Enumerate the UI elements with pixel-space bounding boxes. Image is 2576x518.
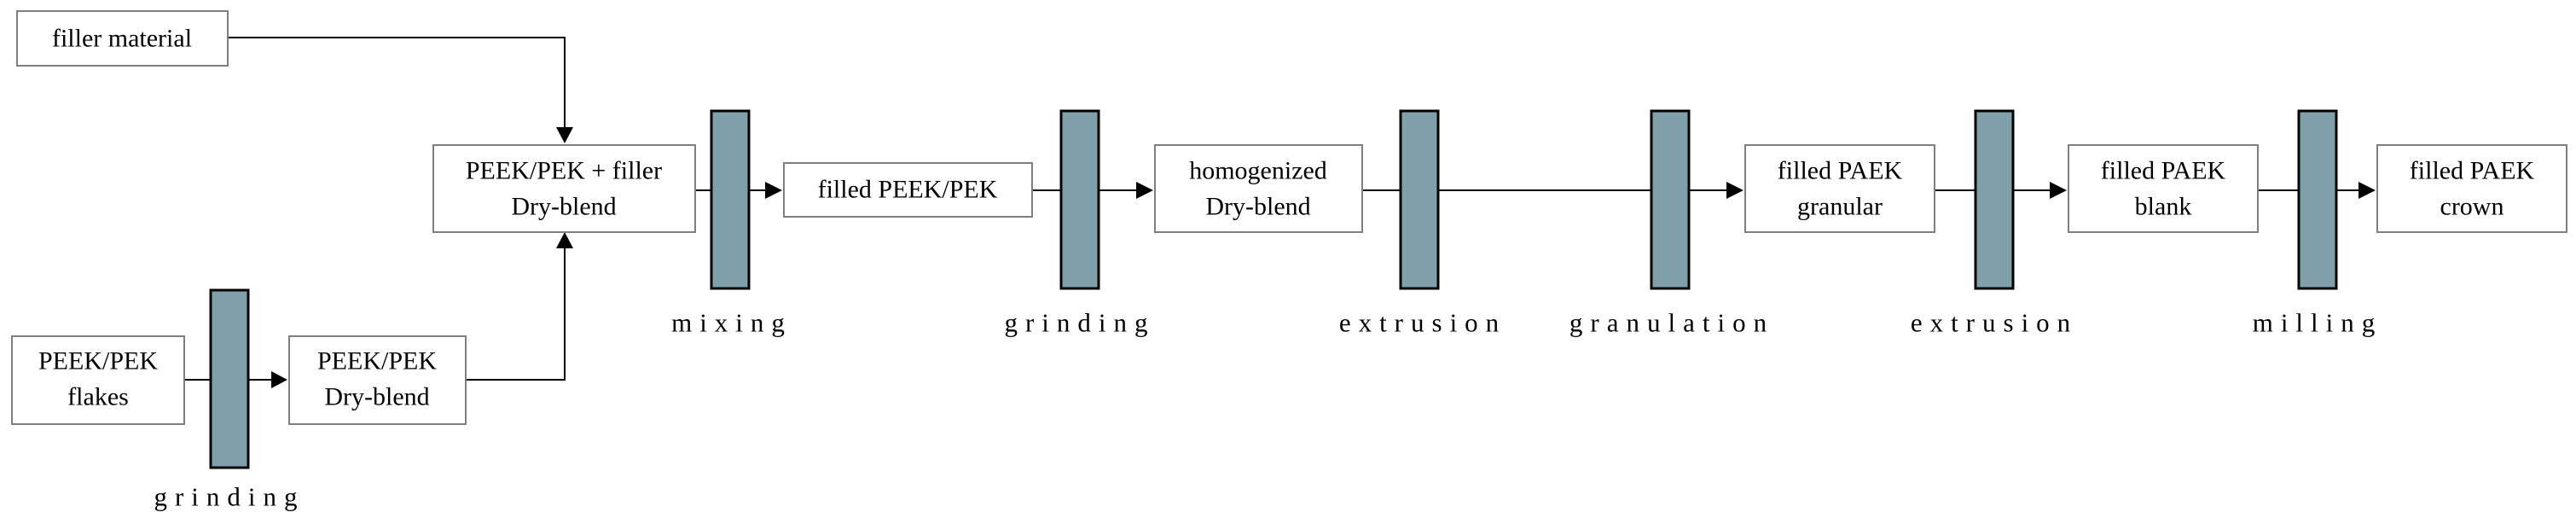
box-filled-paek-blank: filled PAEK blank (2068, 144, 2259, 233)
step-label-mixing: mixing (671, 308, 792, 338)
box-filled-peek: filled PEEK/PEK (783, 162, 1033, 218)
box-peek-dry-blend-line2: Dry-blend (324, 383, 429, 411)
box-peek-flakes-line2: flakes (67, 383, 129, 411)
granulation-bar (1650, 109, 1691, 290)
box-filler-material: filler material (16, 10, 229, 67)
arrowhead-right (1136, 182, 1153, 199)
milling-bar (2297, 109, 2338, 290)
arrow-filler-to-blend (228, 37, 566, 139)
step-label-extrusion-1: extrusion (1339, 308, 1506, 338)
arrowhead-right (765, 182, 782, 199)
extrusion-bar-2 (1974, 109, 2015, 290)
box-granular-line1: filled PAEK (1778, 157, 1903, 185)
box-crown-line2: crown (2440, 193, 2504, 221)
box-filled-peek-label: filled PEEK/PEK (818, 176, 998, 204)
box-crown-line1: filled PAEK (2410, 157, 2535, 185)
box-peek-filler-dry-blend: PEEK/PEK + filler Dry-blend (432, 144, 696, 233)
step-label-extrusion-2: extrusion (1911, 308, 2078, 338)
mixing-bar (710, 109, 751, 290)
box-peek-dry-blend-line1: PEEK/PEK (317, 347, 437, 375)
box-peek-filler-line1: PEEK/PEK + filler (466, 157, 662, 185)
grinding-bar-1 (209, 288, 250, 469)
extrusion-bar-1 (1399, 109, 1440, 290)
box-peek-flakes: PEEK/PEK flakes (11, 335, 185, 425)
box-homogenized-line1: homogenized (1189, 157, 1327, 185)
grinding-bar-2 (1059, 109, 1100, 290)
box-homogenized-dry-blend: homogenized Dry-blend (1154, 144, 1363, 233)
step-label-granulation: granulation (1569, 308, 1774, 338)
step-label-grinding-2: grinding (1004, 308, 1155, 338)
box-filled-paek-granular: filled PAEK granular (1744, 144, 1935, 233)
step-labels: grinding mixing grinding extrusion granu… (154, 308, 2383, 512)
arrowhead-right (1726, 182, 1743, 199)
arrowhead-right (2358, 182, 2376, 199)
box-filled-paek-crown: filled PAEK crown (2376, 144, 2567, 233)
arrowhead-down (556, 127, 573, 143)
arrowhead-right (271, 371, 287, 388)
step-label-milling: milling (2253, 308, 2383, 338)
box-blank-line1: filled PAEK (2101, 157, 2226, 185)
box-peek-flakes-line1: PEEK/PEK (38, 347, 158, 375)
step-label-grinding-1: grinding (154, 482, 305, 512)
box-peek-dry-blend: PEEK/PEK Dry-blend (288, 335, 467, 425)
box-granular-line2: granular (1797, 193, 1883, 221)
box-homogenized-line2: Dry-blend (1205, 193, 1310, 221)
box-peek-filler-line2: Dry-blend (511, 193, 616, 221)
process-bars (209, 109, 2338, 469)
arrowhead-up (556, 232, 573, 248)
arrow-dryblend-to-blend (466, 247, 566, 381)
arrowhead-right (2050, 182, 2067, 199)
box-filler-material-label: filler material (52, 25, 192, 53)
box-blank-line2: blank (2135, 193, 2192, 221)
